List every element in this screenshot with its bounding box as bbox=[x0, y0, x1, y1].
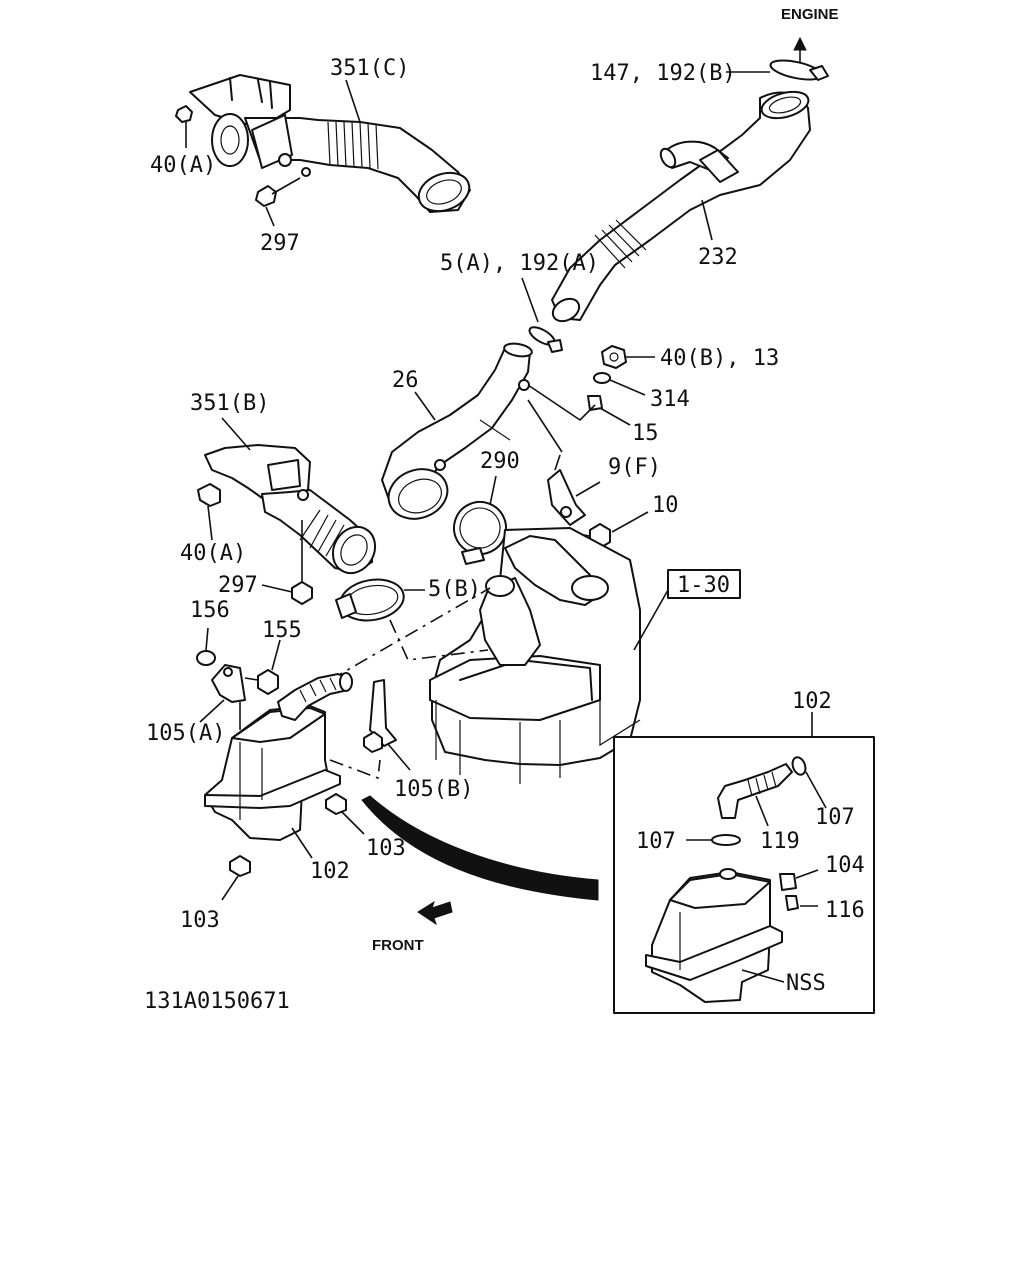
callout-116: 116 bbox=[825, 898, 865, 923]
grommet-104 bbox=[779, 869, 819, 891]
bracket-105a bbox=[211, 664, 246, 730]
callout-102-main: 102 bbox=[310, 859, 350, 884]
clamp-5a bbox=[528, 326, 563, 353]
callout-105b: 105(B) bbox=[394, 777, 473, 802]
bracket-105b bbox=[363, 679, 397, 753]
callout-103-left: 103 bbox=[180, 908, 220, 933]
callout-102-inset: 102 bbox=[792, 689, 832, 714]
callout-105a: 105(A) bbox=[146, 721, 225, 746]
front-label: FRONT bbox=[372, 937, 424, 954]
nut-40a-top bbox=[175, 105, 193, 123]
air-cleaner-assembly bbox=[429, 527, 641, 784]
drawing-number: 131A0150671 bbox=[144, 989, 290, 1014]
clamp-5b bbox=[335, 578, 405, 622]
callout-9f: 9(F) bbox=[608, 455, 661, 480]
bolt-297-mid bbox=[291, 520, 313, 605]
hose-119 bbox=[717, 756, 807, 819]
callout-5b: 5(B) bbox=[428, 577, 481, 602]
callout-10: 10 bbox=[652, 493, 679, 518]
callout-119: 119 bbox=[760, 829, 800, 854]
callout-156: 156 bbox=[190, 598, 230, 623]
callout-40a-top: 40(A) bbox=[150, 153, 216, 178]
callout-104: 104 bbox=[825, 853, 865, 878]
clamp-107-left bbox=[711, 834, 741, 846]
front-direction-arrow: FRONT bbox=[372, 900, 453, 954]
hose-232 bbox=[551, 59, 829, 323]
callout-103-right: 103 bbox=[366, 836, 406, 861]
callout-1-30: 1-30 bbox=[677, 573, 730, 598]
callout-26: 26 bbox=[392, 368, 419, 393]
callout-nss: NSS bbox=[786, 971, 826, 996]
washer-314 bbox=[593, 372, 611, 384]
engine-label: ENGINE bbox=[781, 6, 839, 23]
callout-15: 15 bbox=[632, 421, 659, 446]
callout-40b-13: 40(B), 13 bbox=[660, 346, 779, 371]
callout-5a-192a: 5(A), 192(A) bbox=[440, 251, 599, 276]
callout-147-192b: 147, 192(B) bbox=[590, 61, 736, 86]
bolt-155 bbox=[244, 669, 279, 695]
callout-107-left: 107 bbox=[636, 829, 676, 854]
callout-107-right: 107 bbox=[815, 805, 855, 830]
duct-351c bbox=[189, 74, 471, 213]
ref-box-1-30 bbox=[667, 569, 741, 599]
callout-290: 290 bbox=[480, 449, 520, 474]
tank-nss bbox=[645, 868, 783, 1003]
clip-116 bbox=[785, 895, 818, 911]
nut-103-left bbox=[229, 855, 251, 877]
callout-155: 155 bbox=[262, 618, 302, 643]
duct-351b bbox=[204, 444, 377, 575]
resonator-102 bbox=[204, 672, 353, 841]
callout-297-mid: 297 bbox=[218, 573, 258, 598]
nut-40a-mid bbox=[197, 483, 221, 507]
bolt-297-top bbox=[255, 167, 311, 207]
callout-232: 232 bbox=[698, 245, 738, 270]
nut-103-right bbox=[325, 793, 347, 815]
callout-351c: 351(C) bbox=[330, 56, 409, 81]
duct-26 bbox=[381, 342, 533, 520]
engine-direction-arrow: ENGINE bbox=[781, 6, 839, 64]
washer-156 bbox=[196, 650, 216, 666]
callout-351b: 351(B) bbox=[190, 391, 269, 416]
callout-297-top: 297 bbox=[260, 231, 300, 256]
inset-pointer-arrow bbox=[361, 795, 599, 901]
bracket-9f bbox=[547, 454, 586, 526]
callout-40a-mid: 40(A) bbox=[180, 541, 246, 566]
grommet-15 bbox=[587, 395, 603, 411]
nut-40b bbox=[601, 345, 627, 369]
callout-314: 314 bbox=[650, 387, 690, 412]
